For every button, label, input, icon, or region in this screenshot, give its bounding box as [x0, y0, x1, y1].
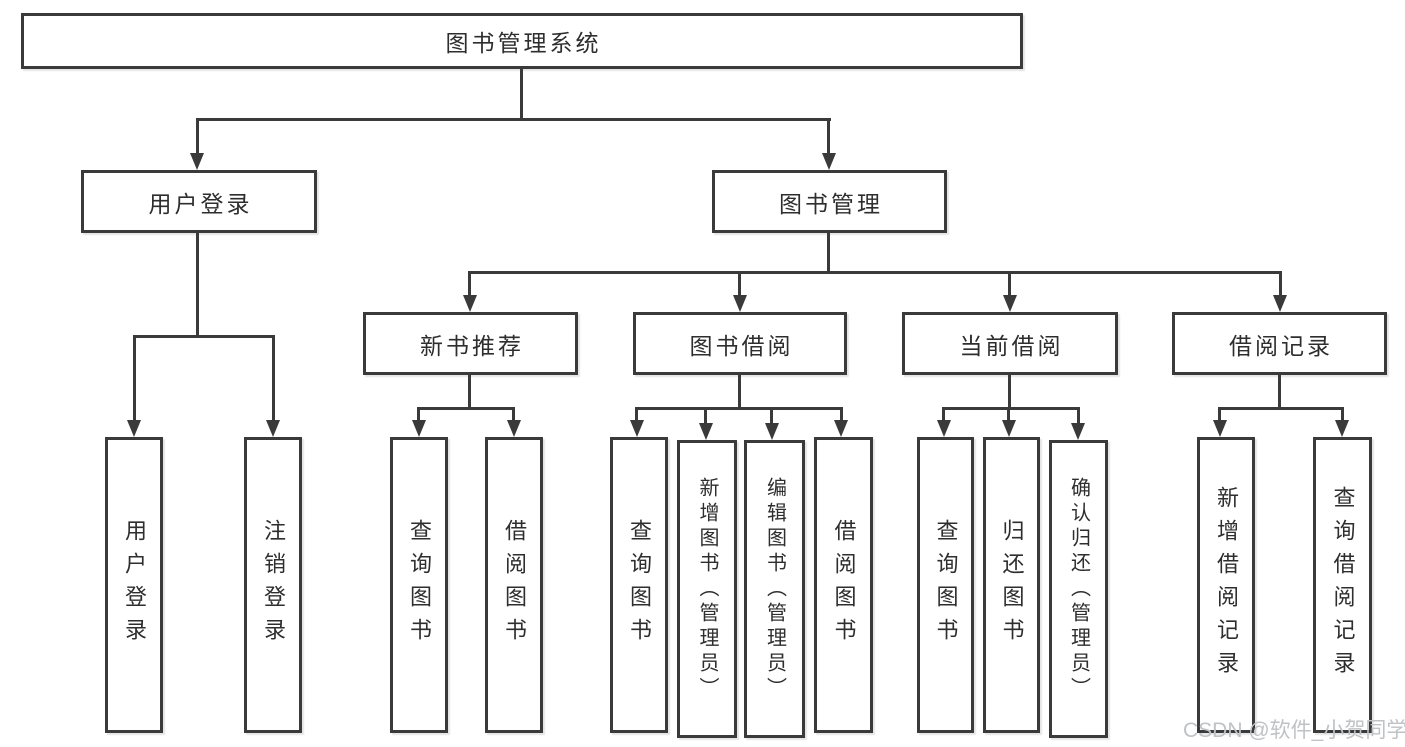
connector-current-borrow-split	[942, 407, 1080, 410]
connector-tail	[770, 407, 773, 428]
arrowhead-down-icon	[1003, 295, 1017, 312]
arrowhead-down-icon	[1273, 295, 1287, 312]
connector-tail	[827, 118, 830, 158]
leaf-user-login: 用户登录	[105, 437, 163, 733]
connector-tail	[704, 407, 707, 428]
connector-tail	[840, 407, 843, 425]
connector-current-borrow-stem	[1008, 375, 1011, 407]
arrowhead-down-icon	[463, 295, 477, 312]
connector-borrow-records-split	[1218, 407, 1344, 410]
connector-tail	[133, 335, 136, 425]
csdn-watermark: CSDN @软件_小贺同学	[1183, 719, 1405, 742]
connector-tail	[1341, 407, 1344, 425]
arrowhead-down-icon	[630, 420, 644, 437]
arrowhead-down-icon	[834, 420, 848, 437]
connector-tail	[738, 271, 741, 300]
connector-tail	[1008, 271, 1011, 300]
connector-user-login-stem	[196, 233, 199, 335]
arrowhead-down-icon	[1213, 420, 1227, 437]
connector-new-book-split	[417, 407, 515, 410]
connector-new-book-stem	[468, 375, 471, 407]
arrowhead-down-icon	[1071, 423, 1085, 440]
leaf-query-borrow-record: 查询借阅记录	[1313, 437, 1372, 733]
arrowhead-down-icon	[127, 420, 141, 437]
arrowhead-down-icon	[765, 423, 779, 440]
connector-tail	[1007, 407, 1010, 425]
node-user-login: 用户登录	[81, 170, 317, 233]
node-root: 图书管理系统	[21, 13, 1023, 69]
connector-tail	[1218, 407, 1221, 425]
connector-tail	[417, 407, 420, 425]
node-new-book-recommend: 新书推荐	[363, 312, 578, 375]
arrowhead-down-icon	[266, 420, 280, 437]
leaf-borrow-query-books: 查询图书	[610, 437, 668, 733]
arrowhead-down-icon	[733, 295, 747, 312]
node-book-borrow: 图书借阅	[633, 312, 847, 375]
connector-tail	[468, 271, 471, 300]
connector-tail	[1279, 271, 1282, 300]
leaf-recommend-borrow-books: 借阅图书	[485, 437, 543, 733]
connector-book-borrow-stem	[738, 375, 741, 407]
node-book-management: 图书管理	[712, 170, 947, 233]
connector-root-split	[196, 118, 831, 121]
node-current-borrow: 当前借阅	[902, 312, 1118, 375]
leaf-edit-books-admin: 编辑图书（管理员）	[744, 440, 805, 738]
arrowhead-down-icon	[1002, 420, 1016, 437]
connector-book-mgmt-stem	[827, 233, 830, 271]
connector-root-stem	[520, 69, 523, 118]
connector-tail	[1077, 407, 1080, 428]
leaf-logout: 注销登录	[244, 437, 302, 733]
leaf-confirm-return-admin: 确认归还（管理员）	[1049, 440, 1108, 738]
connector-book-mgmt-split	[468, 271, 1282, 274]
leaf-add-borrow-record: 新增借阅记录	[1197, 437, 1255, 733]
connector-book-borrow-split	[635, 407, 843, 410]
leaf-recommend-query-books: 查询图书	[390, 437, 448, 733]
node-borrow-records: 借阅记录	[1172, 312, 1387, 375]
connector-tail	[512, 407, 515, 425]
arrowhead-down-icon	[1335, 420, 1349, 437]
arrowhead-down-icon	[412, 420, 426, 437]
connector-user-login-split	[133, 335, 275, 338]
connector-borrow-records-stem	[1278, 375, 1281, 407]
arrowhead-down-icon	[822, 153, 836, 170]
connector-tail	[635, 407, 638, 425]
connector-tail	[942, 407, 945, 425]
arrowhead-down-icon	[507, 420, 521, 437]
arrowhead-down-icon	[699, 423, 713, 440]
connector-tail	[196, 118, 199, 158]
connector-tail	[272, 335, 275, 425]
leaf-add-books-admin: 新增图书（管理员）	[677, 440, 737, 738]
arrowhead-down-icon	[937, 420, 951, 437]
leaf-borrow-books: 借阅图书	[814, 437, 873, 733]
leaf-current-query-books: 查询图书	[917, 437, 974, 733]
leaf-return-books: 归还图书	[983, 437, 1040, 733]
arrowhead-down-icon	[190, 153, 204, 170]
